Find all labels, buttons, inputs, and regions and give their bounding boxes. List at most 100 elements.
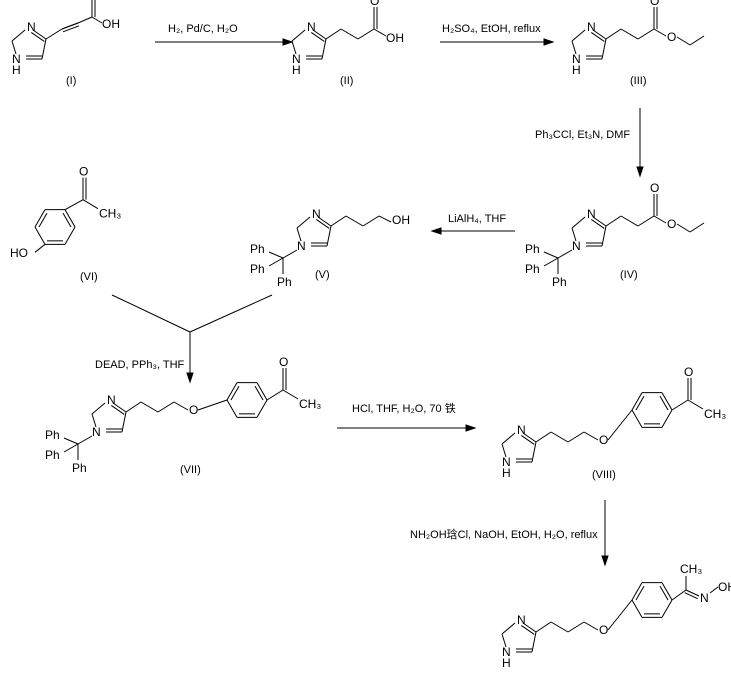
double-bond [31,32,45,42]
aromatic-bond [38,212,48,228]
bond [592,29,607,40]
bond [268,251,284,259]
nitrogen-label: N [572,52,581,66]
bond [268,257,284,267]
phenyl-label: Ph [525,242,540,256]
bond [592,216,607,227]
bond [291,40,297,55]
double-bond [591,219,605,229]
nitrogen-label: N [92,425,101,439]
hydroxyl-label: OH [386,31,404,45]
hydrogen-label: H [502,466,511,480]
bond [325,28,342,40]
bond [11,29,26,42]
bond [671,589,687,601]
hydroxyl-label: OH [392,213,410,227]
methyl-label: CH₃ [99,207,121,221]
bond [321,38,327,60]
bond [501,622,516,635]
nitrogen-label: N [572,239,581,253]
bond [266,389,284,401]
bond [557,249,573,259]
bond [676,36,691,46]
bond [317,216,332,227]
phenyl-label: Ph [277,275,292,289]
double-bond [62,25,80,33]
aromatic-bond [62,212,72,228]
bond [689,35,705,46]
bond [296,227,302,242]
arrowhead-icon [282,38,294,46]
bond [197,399,228,411]
bond [112,402,127,413]
bond [296,216,311,229]
nitrogen-label: N [307,20,316,34]
label-compound-IV: (IV) [620,269,638,281]
bond [61,22,79,30]
label-compound-VIII: (VIII) [592,469,616,481]
aromatic-bond [635,395,645,411]
methyl-label: CH₃ [299,397,321,411]
bond [291,29,306,42]
phenyl-label: Ph [250,242,265,256]
aromatic-bond [659,395,669,411]
bond [583,621,599,631]
bond [631,392,643,411]
bond [522,622,537,633]
bond [571,40,577,55]
bond [34,226,46,245]
bond [653,28,667,37]
phenyl-label: Ph [525,262,540,276]
bond [373,28,387,37]
bond [583,431,599,441]
bond [125,401,142,413]
oxygen-label: O [279,355,288,369]
bond [34,243,46,253]
bond [535,431,552,443]
bond [282,249,298,259]
arrowhead-icon [465,424,477,432]
oxygen-label: O [684,365,693,379]
oxygen-label: O [667,30,676,44]
nitrogen-label: N [107,393,116,407]
bond [82,199,99,210]
bond [661,599,673,618]
bond [605,28,622,40]
aromatic-bond [635,585,645,601]
nitrogen-label: N [502,645,511,659]
double-bond [591,32,605,42]
bond [501,443,507,458]
bond [326,225,332,247]
label-compound-V: (V) [315,269,330,281]
arrowhead-icon [186,372,194,384]
bond [689,222,705,233]
oxygen-label: O [370,0,379,8]
nitrogen-label: N [12,52,21,66]
bond [601,225,607,247]
nitrogen-label: N [502,455,511,469]
oxygen-label: O [79,165,88,179]
bond [535,621,552,633]
oxygen-label: O [599,623,608,637]
bond [531,631,537,653]
bond [661,582,673,601]
label-compound-II: (II) [340,75,353,87]
arrowhead-icon [601,555,609,567]
double-bond [111,405,125,415]
bond [77,16,93,24]
bond [687,399,704,410]
bond [121,411,127,433]
bond [45,28,63,40]
nitrogen-label: N [517,423,526,437]
bond [77,435,93,445]
aromatic-bond [230,385,240,401]
convergence-line [189,294,273,333]
nitrogen-label: N [700,591,709,605]
hydrogen-label: H [12,63,21,77]
convergence-line [111,294,191,333]
bond [330,215,347,227]
phenyl-label: Ph [45,448,60,462]
bond [605,215,622,227]
